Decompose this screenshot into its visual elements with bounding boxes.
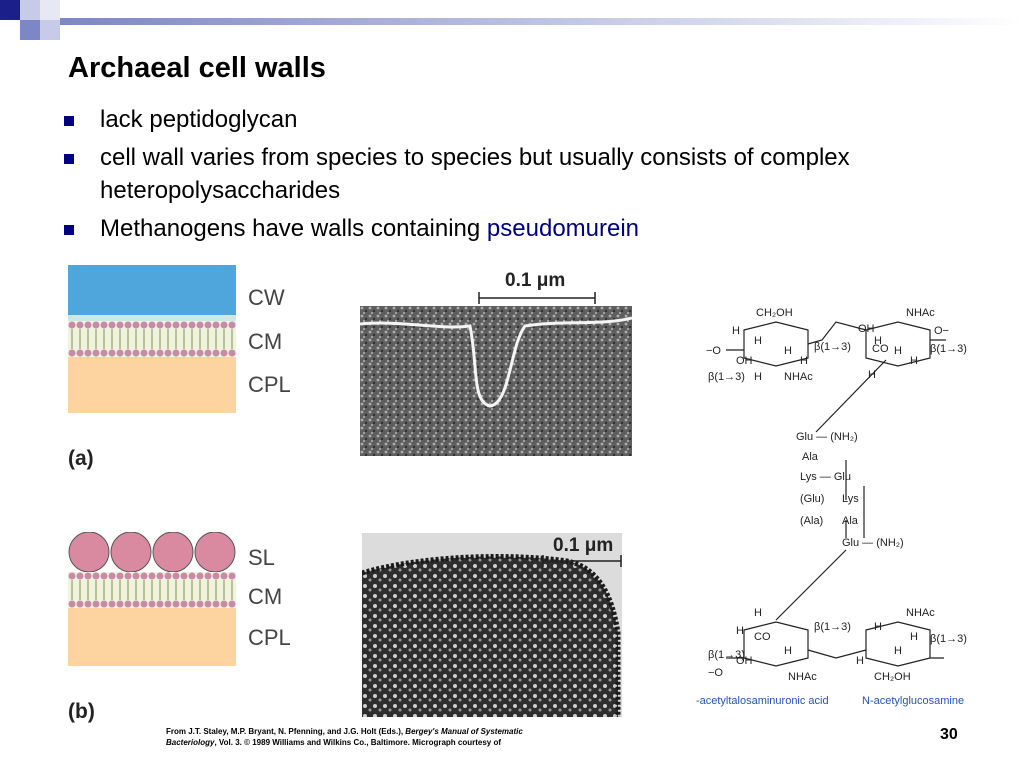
panel-b-diagram — [68, 532, 236, 666]
svg-text:H: H — [800, 355, 808, 367]
scale-label-b: 0.1 μm — [553, 535, 614, 556]
bullet-square-icon — [64, 154, 74, 164]
caption-right-sugar: N-acetylglucosamine — [862, 695, 964, 707]
svg-text:β(1→3): β(1→3) — [814, 341, 851, 353]
svg-text:H: H — [754, 371, 762, 383]
page-number: 30 — [940, 726, 958, 743]
membrane-bilayer — [68, 321, 236, 357]
scale-bar-b — [542, 555, 622, 567]
svg-text:OH: OH — [736, 655, 753, 667]
scale-bar-a — [478, 292, 596, 304]
caption-left-sugar: N-acetyltalosaminuronic acid — [696, 695, 829, 707]
svg-text:H: H — [784, 645, 792, 657]
svg-text:H: H — [732, 325, 740, 337]
svg-text:CH₂OH: CH₂OH — [756, 307, 793, 319]
membrane-bilayer — [68, 572, 236, 608]
layer-label-cpl: CPL — [248, 372, 291, 397]
s-layer-subunits — [68, 532, 236, 573]
svg-text:Glu — (NH₂): Glu — (NH₂) — [842, 537, 904, 549]
svg-text:H: H — [910, 631, 918, 643]
svg-text:−O: −O — [706, 345, 721, 357]
svg-text:Glu — (NH₂): Glu — (NH₂) — [796, 431, 858, 443]
svg-text:β(1→3): β(1→3) — [708, 371, 745, 383]
svg-text:Ala: Ala — [802, 451, 819, 463]
svg-text:H: H — [874, 621, 882, 633]
svg-text:NHAc: NHAc — [906, 307, 935, 319]
layer-label-cm: CM — [248, 584, 283, 609]
svg-text:CH₂OH: CH₂OH — [874, 671, 911, 683]
svg-text:H: H — [754, 607, 762, 619]
svg-text:H: H — [754, 335, 762, 347]
bullet-item: Methanogens have walls containing pseudo… — [62, 212, 962, 245]
svg-text:H: H — [874, 335, 882, 347]
micrograph-a — [360, 306, 632, 456]
layer-label-cw: CW — [248, 285, 285, 310]
pseudomurein-term: pseudomurein — [486, 215, 640, 242]
header-decoration — [0, 0, 1024, 40]
svg-text:β(1→3): β(1→3) — [814, 621, 851, 633]
svg-text:OH: OH — [736, 355, 753, 367]
layer-label-cpl: CPL — [248, 625, 291, 650]
svg-text:H: H — [894, 345, 902, 357]
svg-text:O−: O− — [934, 325, 949, 337]
layer-label-sl: SL — [248, 545, 275, 570]
bullet-square-icon — [64, 225, 74, 235]
slide-title: Archaeal cell walls — [68, 52, 326, 84]
svg-text:(Glu): (Glu) — [800, 493, 824, 505]
bullet-item: lack peptidoglycan — [62, 103, 962, 136]
svg-text:NHAc: NHAc — [784, 371, 813, 383]
svg-text:NHAc: NHAc — [788, 671, 817, 683]
bullet-item: cell wall varies from species to species… — [62, 141, 962, 207]
svg-text:OH: OH — [858, 323, 875, 335]
svg-text:H: H — [784, 345, 792, 357]
svg-text:CO: CO — [754, 631, 771, 643]
svg-text:Ala: Ala — [842, 515, 859, 527]
svg-text:H: H — [868, 369, 876, 381]
panel-a-diagram — [68, 265, 236, 413]
svg-text:H: H — [856, 655, 864, 667]
svg-text:NHAc: NHAc — [906, 607, 935, 619]
bullet-square-icon — [64, 116, 74, 126]
svg-text:Lys — Glu: Lys — Glu — [800, 471, 851, 483]
svg-text:β(1→3): β(1→3) — [708, 649, 745, 661]
svg-text:CO: CO — [872, 343, 889, 355]
panel-b-label: (b) — [68, 700, 95, 723]
svg-text:H: H — [736, 625, 744, 637]
layer-label-cm: CM — [248, 329, 283, 354]
scale-label-a: 0.1 μm — [505, 270, 566, 291]
panel-a-label: (a) — [68, 447, 94, 470]
svg-text:−O: −O — [708, 667, 723, 679]
bullet-list: lack peptidoglycan cell wall varies from… — [62, 103, 962, 250]
svg-text:(Ala): (Ala) — [800, 515, 823, 527]
book-title: Bergey's Manual of Systematic Bacteriolo… — [166, 727, 523, 747]
svg-text:H: H — [894, 645, 902, 657]
figure-credit: From J.T. Staley, M.P. Bryant, N. Pfenni… — [166, 727, 523, 747]
svg-text:β(1→3): β(1→3) — [930, 343, 967, 355]
svg-text:Lys: Lys — [842, 493, 859, 505]
svg-text:β(1→3): β(1→3) — [930, 633, 967, 645]
svg-text:H: H — [910, 355, 918, 367]
